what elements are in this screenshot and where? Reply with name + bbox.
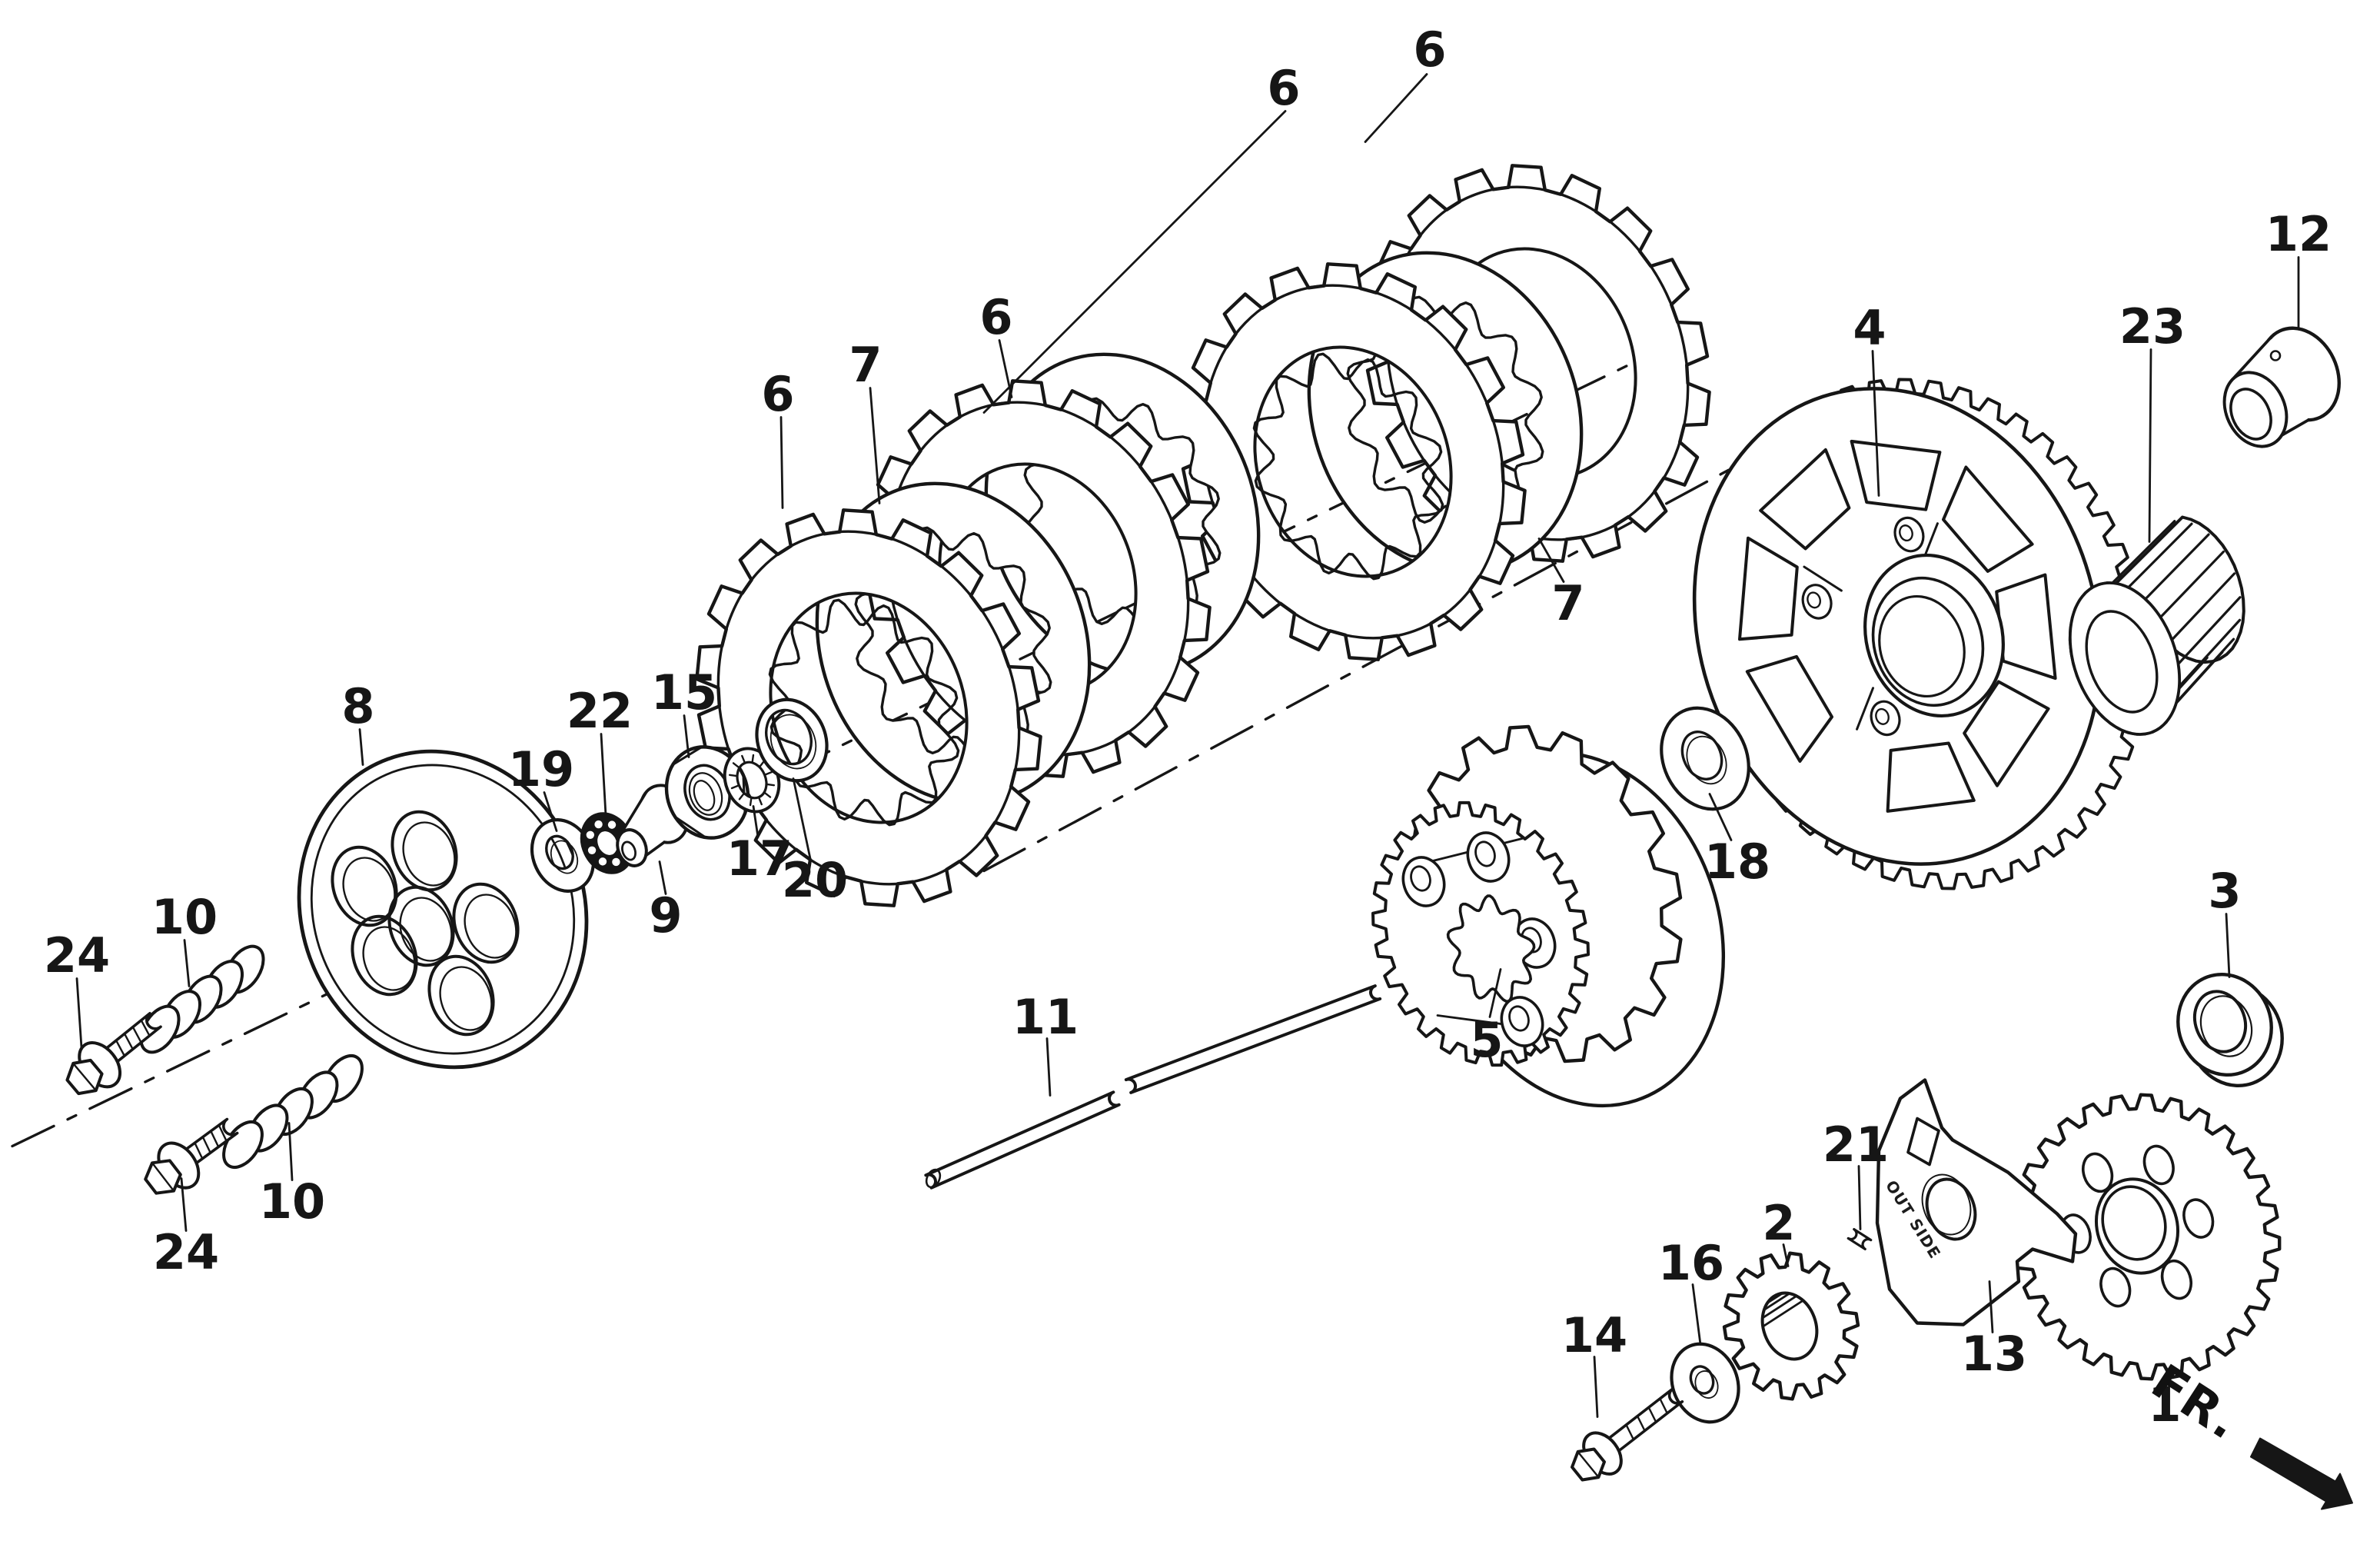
part-number-text: 10 [151, 889, 218, 945]
part-number-text: 15 [651, 664, 717, 721]
part-label-19: 19 [508, 741, 574, 832]
part-number-text: 24 [153, 1224, 219, 1280]
part-label-24: 24 [153, 1177, 219, 1280]
part-number-text: 5 [1470, 1012, 1503, 1068]
part-label-14: 14 [1561, 1307, 1627, 1418]
part-number-text: 6 [761, 366, 794, 422]
part-label-18: 18 [1704, 793, 1770, 890]
part-number-text: 23 [2119, 298, 2186, 354]
part-number-text: 17 [726, 830, 793, 887]
part-label-12: 12 [2265, 206, 2332, 329]
dowel-pin-21 [1846, 1227, 1873, 1251]
part-label-10: 10 [259, 1122, 325, 1230]
clutch-spring-10-upper [139, 944, 265, 1054]
needle-bearing-23 [2068, 515, 2245, 736]
part-label-13: 13 [1961, 1280, 2027, 1382]
part-label-3: 3 [2208, 863, 2242, 978]
part-number-text: 19 [508, 741, 574, 797]
part-label-16: 16 [1658, 1235, 1724, 1346]
part-number-text: 6 [1413, 22, 1446, 78]
part-number-text: 22 [567, 683, 633, 739]
part-label-6: 6 [982, 60, 1301, 414]
part-number-text: 1 [2148, 1376, 2181, 1433]
part-label-1: 1 [2148, 1365, 2182, 1433]
part-label-2: 2 [1762, 1195, 1796, 1267]
part-label-6: 6 [979, 289, 1013, 398]
flange-bolt-14 [1571, 1387, 1684, 1482]
part-number-text: 16 [1658, 1235, 1724, 1291]
part-label-20: 20 [782, 777, 848, 908]
part-number-text: 24 [44, 927, 110, 984]
part-number-text: 3 [2208, 863, 2241, 919]
spring-bolt-24-upper [65, 1011, 162, 1096]
parts-layer: OUT SIDE [11, 164, 2353, 1510]
collar-9 [616, 784, 690, 867]
clutch-outer-4 [1692, 378, 2148, 890]
washer-16 [1670, 1342, 1740, 1424]
part-label-21: 21 [1823, 1117, 1889, 1230]
part-number-text: 2 [1762, 1195, 1795, 1251]
roller-bearing-3 [2176, 972, 2284, 1088]
part-label-17: 17 [726, 805, 793, 887]
part-label-11: 11 [1012, 989, 1079, 1097]
part-number-text: 20 [782, 852, 848, 908]
fr-direction-arrow [2250, 1437, 2353, 1510]
part-number-text: 12 [2265, 206, 2332, 262]
part-label-6: 6 [761, 366, 795, 509]
washer-18 [1660, 706, 1750, 811]
part-label-24: 24 [44, 927, 110, 1049]
part-label-7: 7 [1537, 538, 1585, 631]
part-number-text: 6 [1267, 60, 1300, 116]
part-number-text: 11 [1012, 989, 1079, 1045]
part-number-text: 10 [259, 1173, 325, 1230]
part-number-text: 14 [1561, 1307, 1627, 1363]
part-label-23: 23 [2119, 298, 2186, 543]
lifter-rod-11 [924, 984, 1382, 1190]
part-number-text: 18 [1704, 834, 1770, 890]
part-number-text: 7 [849, 337, 882, 393]
pump-drive-gear-2 [1722, 1251, 1860, 1401]
part-label-10: 10 [151, 889, 218, 987]
part-label-4: 4 [1853, 300, 1886, 497]
part-number-text: 4 [1853, 300, 1886, 356]
part-label-6: 6 [1364, 22, 1447, 143]
clutch-pressure-plate-8 [297, 749, 589, 1070]
part-label-5: 5 [1470, 968, 1504, 1068]
lock-plate-13: OUT SIDE [1875, 1078, 2078, 1326]
part-label-15: 15 [651, 664, 717, 758]
part-number-text: 13 [1961, 1326, 2027, 1382]
part-number-text: 6 [979, 289, 1012, 345]
part-label-22: 22 [567, 683, 633, 817]
spring-bolt-24-lower [144, 1117, 239, 1195]
part-number-text: 8 [341, 678, 374, 734]
clutch-center-5 [1371, 724, 1726, 1108]
fr-text: FR. [2142, 1353, 2250, 1451]
bushing-12 [2222, 326, 2341, 448]
friction-disc-6-left-front [695, 508, 1042, 907]
part-label-8: 8 [341, 678, 375, 766]
part-number-text: 7 [1551, 575, 1584, 631]
part-label-9: 9 [649, 860, 683, 944]
washer-20 [755, 697, 829, 783]
clutch-spring-10-lower [222, 1054, 364, 1169]
part-label-7: 7 [849, 337, 883, 504]
primary-driven-gear-1 [2011, 1093, 2282, 1381]
part-number-text: 21 [1823, 1117, 1889, 1173]
part-number-text: 9 [649, 887, 682, 944]
